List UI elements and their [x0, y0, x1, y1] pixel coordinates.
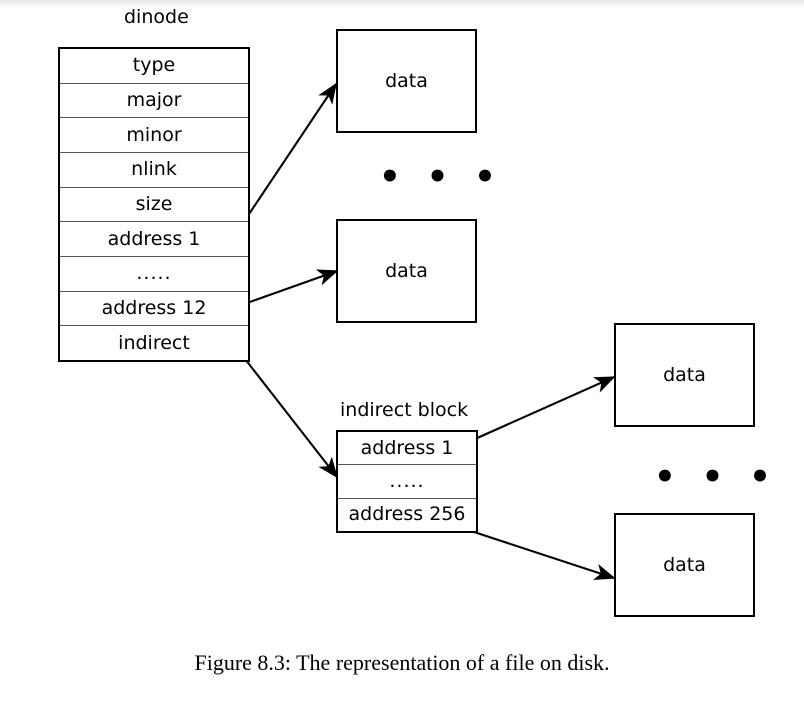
- indirect-data-ellipsis: • • •: [654, 457, 778, 497]
- dinode-field-size: size: [60, 188, 248, 223]
- dinode-field-major: major: [60, 84, 248, 119]
- dinode-field-minor: minor: [60, 118, 248, 154]
- data-block-label: data: [385, 260, 428, 282]
- indirect-field-address-256: address 256: [348, 503, 466, 526]
- data-block-label: data: [663, 554, 706, 576]
- dinode-field-address-1: address 1: [60, 222, 248, 258]
- dinode-struct: type major minor nlink size address 1 ..…: [58, 47, 250, 362]
- indirect-block-title: indirect block: [340, 399, 469, 421]
- direct-data-ellipsis: • • •: [379, 157, 503, 197]
- arrow-ind-address1-to-data: [465, 376, 616, 444]
- data-block-indirect-1: data: [614, 323, 755, 427]
- data-block-direct-12: data: [336, 219, 477, 323]
- data-block-label: data: [663, 364, 706, 386]
- dinode-title: dinode: [124, 6, 189, 28]
- indirect-block-struct: address 1 ..... address 256: [336, 430, 478, 533]
- data-block-direct-1: data: [336, 29, 477, 133]
- dinode-field-indirect: indirect: [118, 331, 190, 354]
- indirect-field-ellipsis: .....: [338, 465, 476, 499]
- arrow-address12-to-data: [232, 269, 339, 309]
- figure-caption: Figure 8.3: The representation of a file…: [194, 650, 610, 675]
- dinode-field-ellipsis: .....: [60, 257, 248, 292]
- data-block-label: data: [385, 70, 428, 92]
- dinode-field-nlink: nlink: [60, 153, 248, 188]
- arrow-ind-address256-to-data: [473, 531, 616, 580]
- dinode-field-type: type: [60, 49, 248, 84]
- arrow-indirect-to-indirect-block: [230, 340, 339, 479]
- data-block-indirect-256: data: [614, 513, 755, 617]
- indirect-field-address-1: address 1: [338, 432, 476, 466]
- page-top-shading: [0, 0, 804, 9]
- dinode-field-address-12: address 12: [60, 292, 248, 327]
